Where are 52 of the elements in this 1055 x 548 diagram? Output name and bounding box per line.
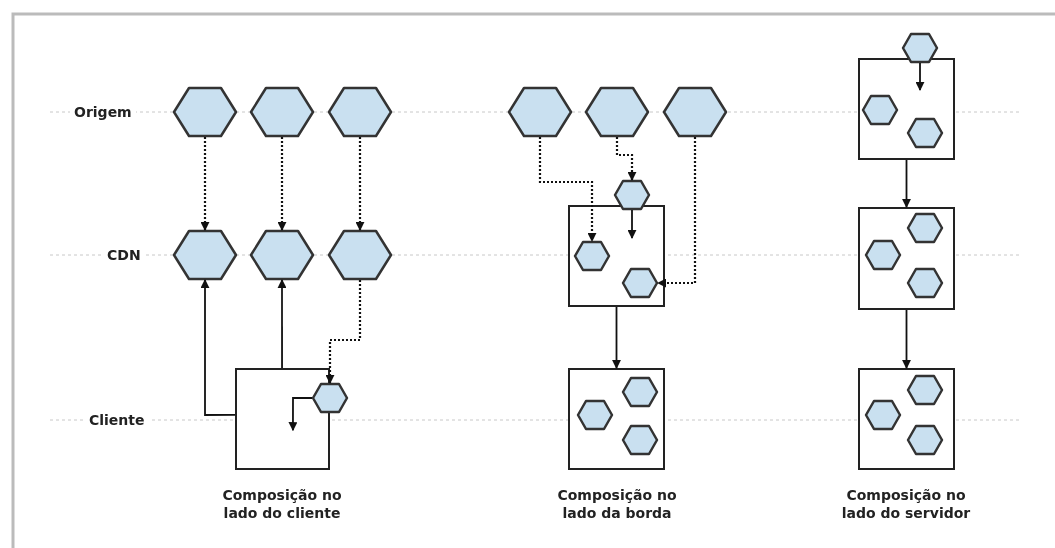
hexagon [614, 180, 650, 210]
caption: Composição no lado da borda [556, 486, 678, 522]
square-box [568, 368, 665, 470]
arrow [538, 137, 597, 242]
arrow [615, 137, 637, 181]
hexagon [173, 230, 237, 280]
hexagon [250, 87, 314, 137]
hexagon [574, 241, 610, 271]
row-label: Origem [70, 104, 136, 120]
hexagon [663, 87, 727, 137]
hexagon [865, 240, 901, 270]
hexagon [907, 425, 943, 455]
square-box [858, 207, 955, 310]
square-box [568, 205, 665, 307]
hexagon [173, 87, 237, 137]
arrow [200, 137, 210, 231]
arrow [902, 309, 911, 369]
hexagon [907, 268, 943, 298]
arrow [902, 159, 911, 208]
arrow [915, 62, 925, 91]
hexagon [907, 118, 943, 148]
square-box [858, 58, 955, 160]
row-label: Cliente [85, 412, 149, 428]
arrow [277, 279, 287, 369]
arrow [657, 137, 697, 288]
hexagon [907, 375, 943, 405]
arrow [277, 137, 287, 231]
hexagon [862, 95, 898, 125]
arrow [355, 137, 365, 231]
caption: Composição no lado do servidor [840, 486, 972, 522]
hexagon [508, 87, 572, 137]
hexagon [865, 400, 901, 430]
arrow [325, 280, 362, 384]
hexagon [902, 33, 938, 63]
hexagon [328, 230, 392, 280]
row-label: CDN [103, 247, 145, 263]
hexagon [585, 87, 649, 137]
hexagon [622, 425, 658, 455]
arrow [200, 279, 236, 416]
arrow [612, 306, 621, 369]
hexagon [312, 383, 348, 413]
hexagon [907, 213, 943, 243]
square-box [235, 368, 330, 470]
hexagon [622, 377, 658, 407]
hexagon [622, 268, 658, 298]
hexagon [250, 230, 314, 280]
hexagon [577, 400, 613, 430]
hexagon [328, 87, 392, 137]
arrow [288, 397, 313, 432]
square-box [858, 368, 955, 470]
caption: Composição no lado do cliente [221, 486, 343, 522]
arrow [627, 209, 637, 239]
